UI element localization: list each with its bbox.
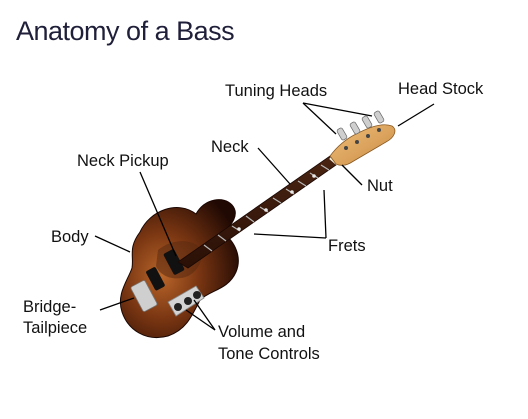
tone-knob: [193, 291, 201, 299]
bridge-tailpiece: [130, 280, 158, 312]
head-stock: [329, 124, 396, 166]
neck-pickup: [163, 249, 185, 275]
label-bridge-line2: Tailpiece: [23, 319, 88, 337]
page-title: Anatomy of a Bass: [16, 16, 235, 46]
bridge-pickup: [146, 267, 165, 291]
label-body: Body: [51, 228, 89, 246]
volume-knob: [174, 303, 182, 311]
tuning-heads: [336, 110, 385, 141]
volume-knob-2: [184, 297, 192, 305]
label-head-stock: Head Stock: [398, 80, 484, 98]
label-nut: Nut: [367, 177, 393, 195]
label-bridge-line1: Bridge-: [23, 298, 77, 316]
fret-markers: [237, 174, 316, 231]
label-frets: Frets: [328, 237, 366, 255]
label-controls-line2: Tone Controls: [218, 345, 320, 363]
label-tuning-heads: Tuning Heads: [225, 82, 328, 100]
label-neck: Neck: [211, 138, 249, 156]
guitar-neck: [177, 155, 337, 269]
leader-lines: [94, 102, 435, 331]
label-neck-pickup: Neck Pickup: [77, 152, 169, 170]
label-controls-line1: Volume and: [218, 323, 306, 341]
